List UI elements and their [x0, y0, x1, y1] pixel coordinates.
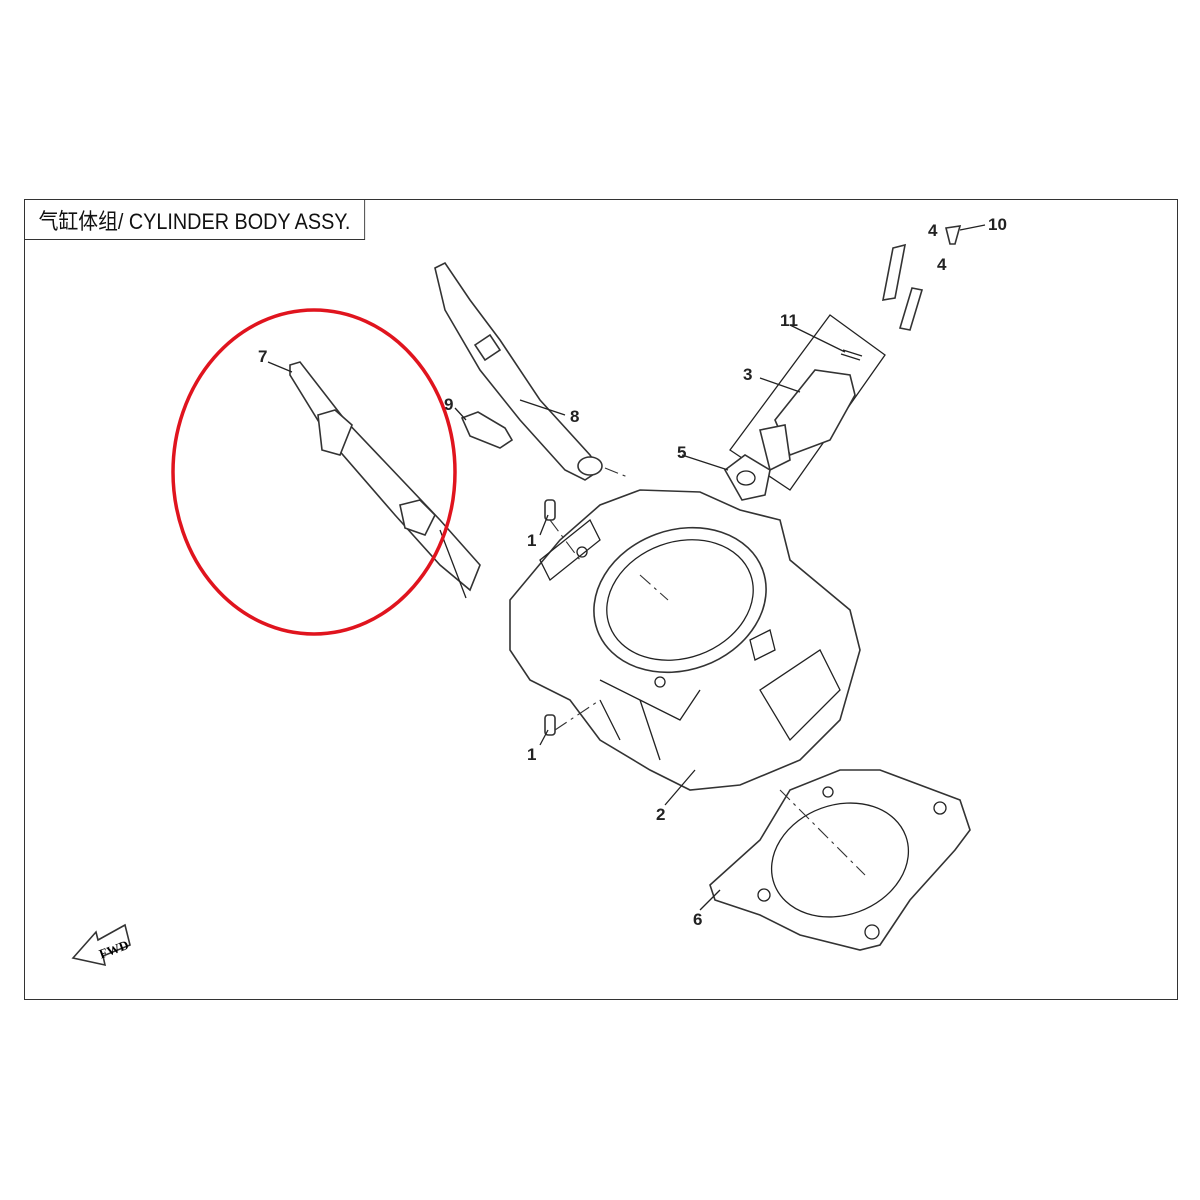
callout-2: 2 — [656, 805, 665, 824]
part-8-tensioner-guide[interactable] — [434, 261, 631, 481]
title-text: 气缸体组/ CYLINDER BODY ASSY. — [38, 208, 351, 234]
leader-lines — [267, 224, 986, 911]
forward-direction-arrow: FWD — [71, 923, 131, 967]
part-9-pivot-bolt[interactable] — [454, 407, 514, 449]
part-11-oring[interactable] — [840, 349, 863, 361]
callout-4a: 4 — [928, 221, 938, 240]
part-10-screw[interactable] — [945, 225, 962, 245]
callout-4b: 4 — [937, 255, 947, 274]
callout-9: 9 — [444, 395, 453, 414]
highlight-circle — [171, 308, 457, 636]
part-3-chain-tensioner[interactable] — [729, 314, 886, 491]
callout-8: 8 — [570, 407, 579, 426]
callout-10: 10 — [988, 215, 1007, 234]
callout-1b: 1 — [527, 745, 536, 764]
part-4-bolts[interactable] — [881, 243, 924, 331]
part-7-chain-guide[interactable] — [289, 361, 481, 599]
diagram-frame — [24, 199, 1178, 1000]
part-2-cylinder-body[interactable] — [509, 489, 861, 791]
part-5-tensioner-gasket[interactable] — [723, 454, 771, 501]
callout-11: 11 — [780, 311, 798, 330]
diagram-title: 气缸体组/ CYLINDER BODY ASSY. — [24, 199, 366, 240]
callout-6: 6 — [693, 910, 702, 929]
callout-7: 7 — [258, 347, 267, 366]
callout-3: 3 — [743, 365, 752, 384]
part-6-cylinder-gasket[interactable] — [709, 769, 971, 951]
callout-1a: 1 — [527, 531, 536, 550]
callout-5: 5 — [677, 443, 686, 462]
